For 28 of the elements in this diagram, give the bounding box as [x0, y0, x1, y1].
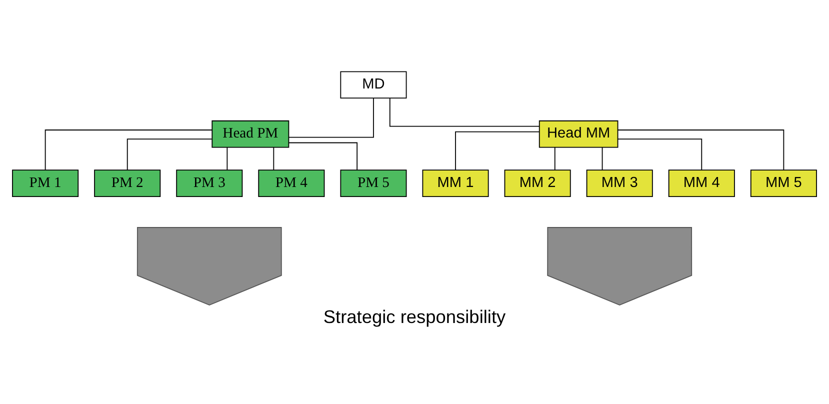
connector	[455, 131, 540, 170]
node-box: PM 3	[176, 170, 243, 197]
connector	[273, 147, 274, 170]
node-box: MM 4	[668, 170, 735, 197]
node-box: MD	[340, 71, 407, 99]
node-box: MM 5	[750, 170, 817, 197]
node-box: MM 2	[504, 170, 571, 197]
node-box: PM 4	[258, 170, 325, 197]
node-box: PM 2	[94, 170, 161, 197]
node-box: PM 5	[340, 170, 407, 197]
caption: Strategic responsibility	[323, 306, 506, 328]
connector	[226, 147, 228, 170]
node-arrow	[136, 227, 282, 306]
node-box: Head PM	[212, 120, 290, 148]
connector	[389, 98, 540, 127]
connector	[288, 98, 374, 138]
connector	[554, 147, 556, 170]
node-box: PM 1	[12, 170, 79, 197]
connector	[126, 138, 212, 170]
connector	[602, 147, 603, 170]
node-arrow	[547, 227, 692, 306]
connector	[617, 130, 784, 170]
connector	[288, 142, 358, 170]
node-box: Head MM	[538, 120, 618, 148]
node-box: MM 3	[586, 170, 653, 197]
connector	[44, 130, 213, 170]
connector	[617, 138, 702, 170]
node-box: MM 1	[422, 170, 489, 197]
